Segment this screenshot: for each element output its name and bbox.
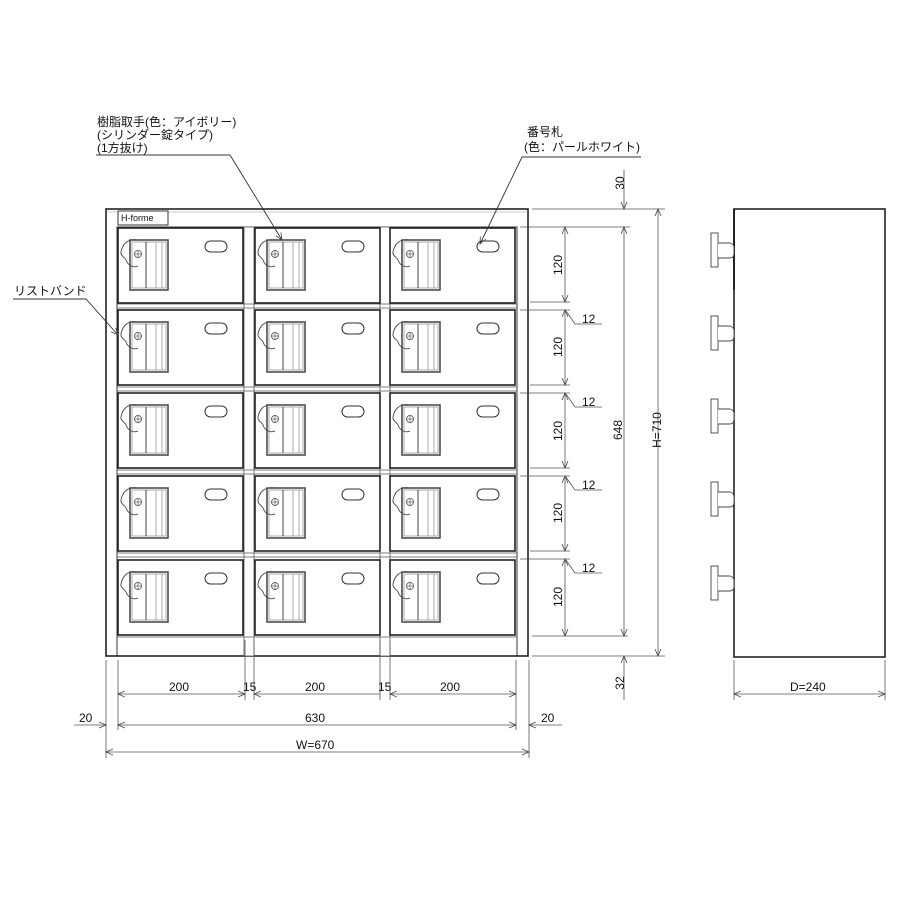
dim-inner-height: 648 [611, 419, 625, 441]
dim-door-height-4: 120 [551, 502, 565, 524]
height-dimensions [520, 170, 665, 700]
dim-total-height: H=710 [650, 412, 664, 448]
dim-side-margin-left: 20 [79, 711, 93, 725]
depth-dimension [734, 660, 885, 700]
dim-door-width-1: 200 [169, 680, 190, 694]
dim-gap-height-3: 12 [582, 478, 596, 492]
dim-total-width: W=670 [296, 738, 335, 752]
dim-door-height-1: 120 [551, 254, 565, 276]
dim-door-height-5: 120 [551, 586, 565, 608]
dim-door-height-2: 120 [551, 336, 565, 358]
dim-bottom-margin: 32 [613, 676, 627, 690]
width-dimensions [74, 640, 562, 758]
dim-gap-width-2: 15 [378, 680, 392, 694]
wristband-annotation: リストバンド [14, 284, 87, 298]
leader-lines [13, 154, 641, 335]
dim-door-width-3: 200 [440, 680, 461, 694]
dim-gap-height-2: 12 [582, 395, 596, 409]
dim-depth: D=240 [790, 680, 826, 694]
handle-annotation-line1: 樹脂取手(色：アイボリー) [97, 115, 237, 129]
side-view-cabinet [710, 208, 886, 658]
handle-annotation-line3: (1方抜け) [97, 141, 148, 155]
dim-top-margin: 30 [613, 176, 627, 190]
dim-gap-height-1: 12 [582, 312, 596, 326]
locker-doors [117, 227, 516, 636]
dim-gap-height-4: 12 [582, 561, 596, 575]
dim-door-width-2: 200 [305, 680, 326, 694]
dim-side-margin-right: 20 [541, 711, 555, 725]
number-plate-annotation-line1: 番号札 [527, 125, 564, 139]
brand-plate: H-forme [121, 213, 154, 223]
dim-inner-width: 630 [305, 711, 326, 725]
handle-annotation-line2: (シリンダー錠タイプ) [97, 128, 213, 142]
number-plate-annotation-line2: (色：パールホワイト) [524, 140, 640, 154]
dim-door-height-3: 120 [551, 420, 565, 442]
dim-gap-width-1: 15 [243, 680, 257, 694]
